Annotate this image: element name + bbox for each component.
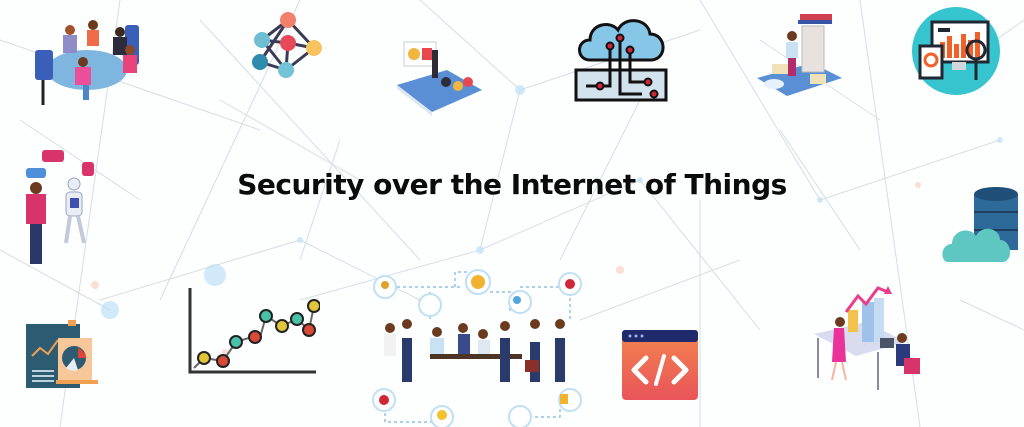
business-growth-illustration xyxy=(814,286,920,390)
document-workflow-illustration xyxy=(757,14,842,96)
network-nodes-icon xyxy=(252,12,322,78)
cloud-database-icon xyxy=(942,187,1018,262)
cloud-circuit-icon xyxy=(574,19,668,102)
report-pie-chart-icon xyxy=(26,320,98,388)
presentation-illustration xyxy=(397,41,482,116)
analytics-monitor-icon xyxy=(912,7,1000,95)
person-robot-illustration xyxy=(26,150,94,264)
line-chart-icon xyxy=(188,288,320,374)
team-meeting-illustration xyxy=(35,20,139,105)
code-window-icon xyxy=(622,330,698,400)
business-team-illustration xyxy=(372,269,582,427)
banner-title: Security over the Internet of Things xyxy=(237,168,787,201)
